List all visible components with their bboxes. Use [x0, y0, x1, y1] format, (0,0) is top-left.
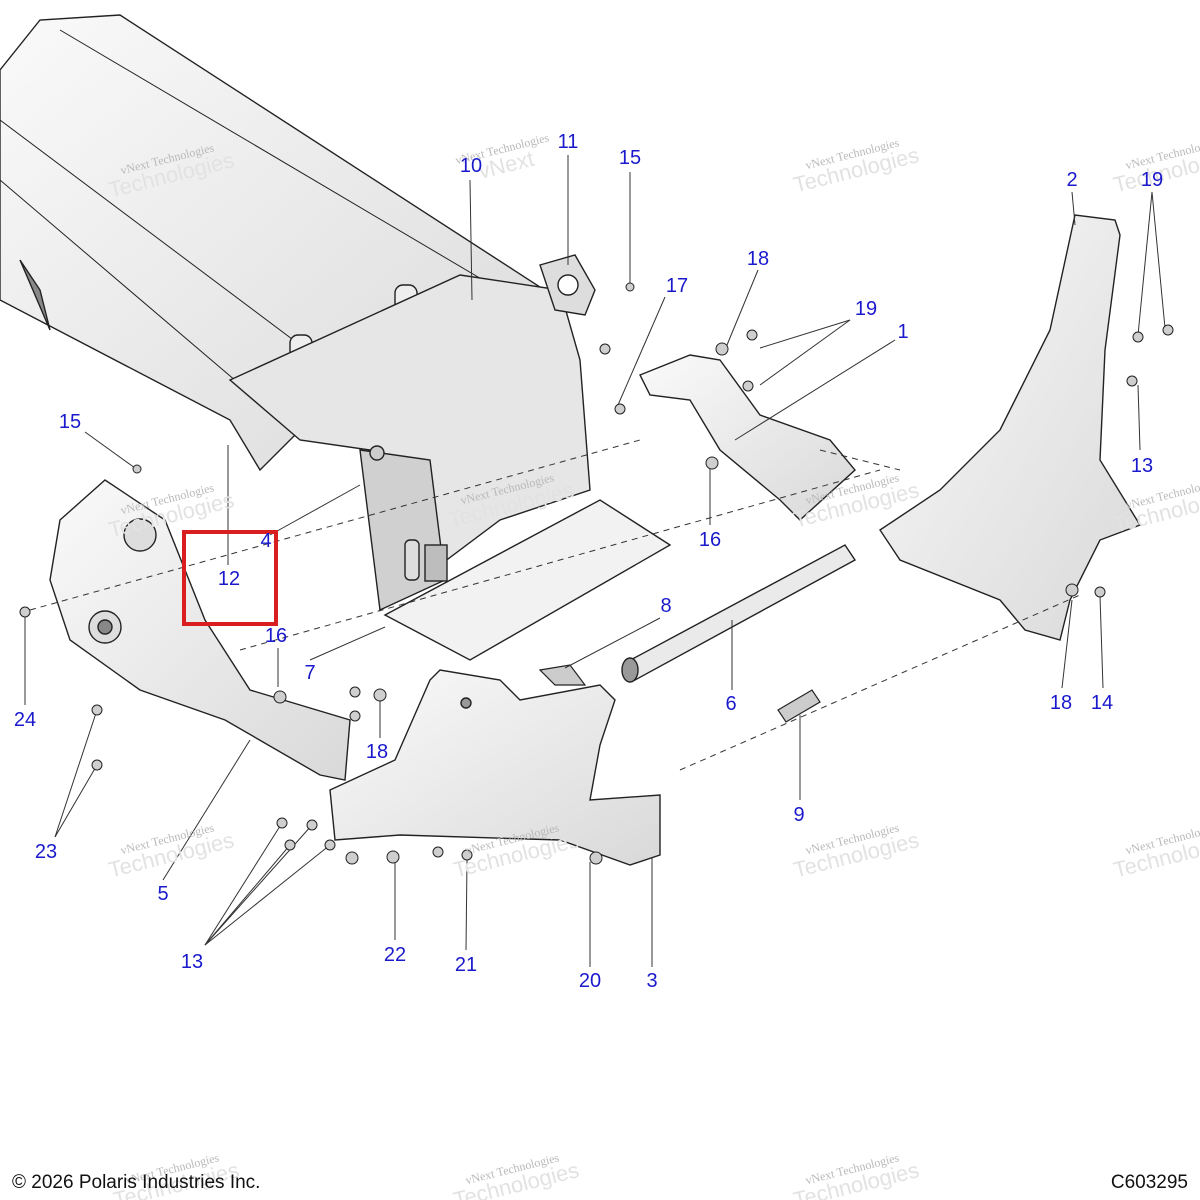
upper-frame-bracket — [879, 214, 1142, 641]
chaincase-plate — [49, 479, 351, 781]
link-plate-9 — [777, 689, 821, 723]
callout-4[interactable]: 4 — [260, 530, 272, 552]
callout-6[interactable]: 6 — [725, 693, 737, 715]
bulkhead-panel — [228, 274, 591, 612]
callout-15[interactable]: 15 — [618, 147, 642, 169]
leader-lines — [24, 155, 1166, 967]
skid-plate — [383, 499, 672, 661]
diagram-code: C603295 — [1110, 1172, 1188, 1193]
callout-7[interactable]: 7 — [304, 662, 316, 684]
callout-19[interactable]: 19 — [854, 298, 878, 320]
callout-9[interactable]: 9 — [793, 804, 805, 826]
highlight-box — [182, 530, 278, 626]
front-bulkhead-frame — [329, 669, 661, 866]
callout-18[interactable]: 18 — [365, 741, 389, 763]
callout-19[interactable]: 19 — [1140, 169, 1164, 191]
callout-16[interactable]: 16 — [698, 529, 722, 551]
callout-14[interactable]: 14 — [1090, 692, 1114, 714]
callout-18[interactable]: 18 — [746, 248, 770, 270]
callout-2[interactable]: 2 — [1066, 169, 1078, 191]
link-plate-8 — [538, 664, 587, 686]
callout-13[interactable]: 13 — [180, 951, 204, 973]
callout-1[interactable]: 1 — [897, 321, 909, 343]
callout-12[interactable]: 12 — [217, 568, 241, 590]
fasteners — [19, 282, 1174, 865]
callout-22[interactable]: 22 — [383, 944, 407, 966]
callout-11[interactable]: 11 — [557, 131, 579, 153]
callout-24[interactable]: 24 — [13, 709, 37, 731]
gasket-plate — [539, 254, 596, 316]
callout-16[interactable]: 16 — [264, 625, 288, 647]
callout-20[interactable]: 20 — [578, 970, 602, 992]
callout-18[interactable]: 18 — [1049, 692, 1073, 714]
copyright-text: © 2026 Polaris Industries Inc. — [12, 1172, 261, 1193]
callout-17[interactable]: 17 — [665, 275, 689, 297]
center-bracket — [639, 354, 856, 521]
callout-21[interactable]: 21 — [454, 954, 478, 976]
callout-8[interactable]: 8 — [660, 595, 672, 617]
callout-3[interactable]: 3 — [646, 970, 658, 992]
callout-23[interactable]: 23 — [34, 841, 58, 863]
callout-13[interactable]: 13 — [1130, 455, 1154, 477]
callout-5[interactable]: 5 — [157, 883, 169, 905]
assembly-lines — [29, 439, 1081, 771]
callout-15[interactable]: 15 — [58, 411, 82, 433]
callout-10[interactable]: 10 — [459, 155, 483, 177]
cross-tube — [621, 544, 857, 683]
